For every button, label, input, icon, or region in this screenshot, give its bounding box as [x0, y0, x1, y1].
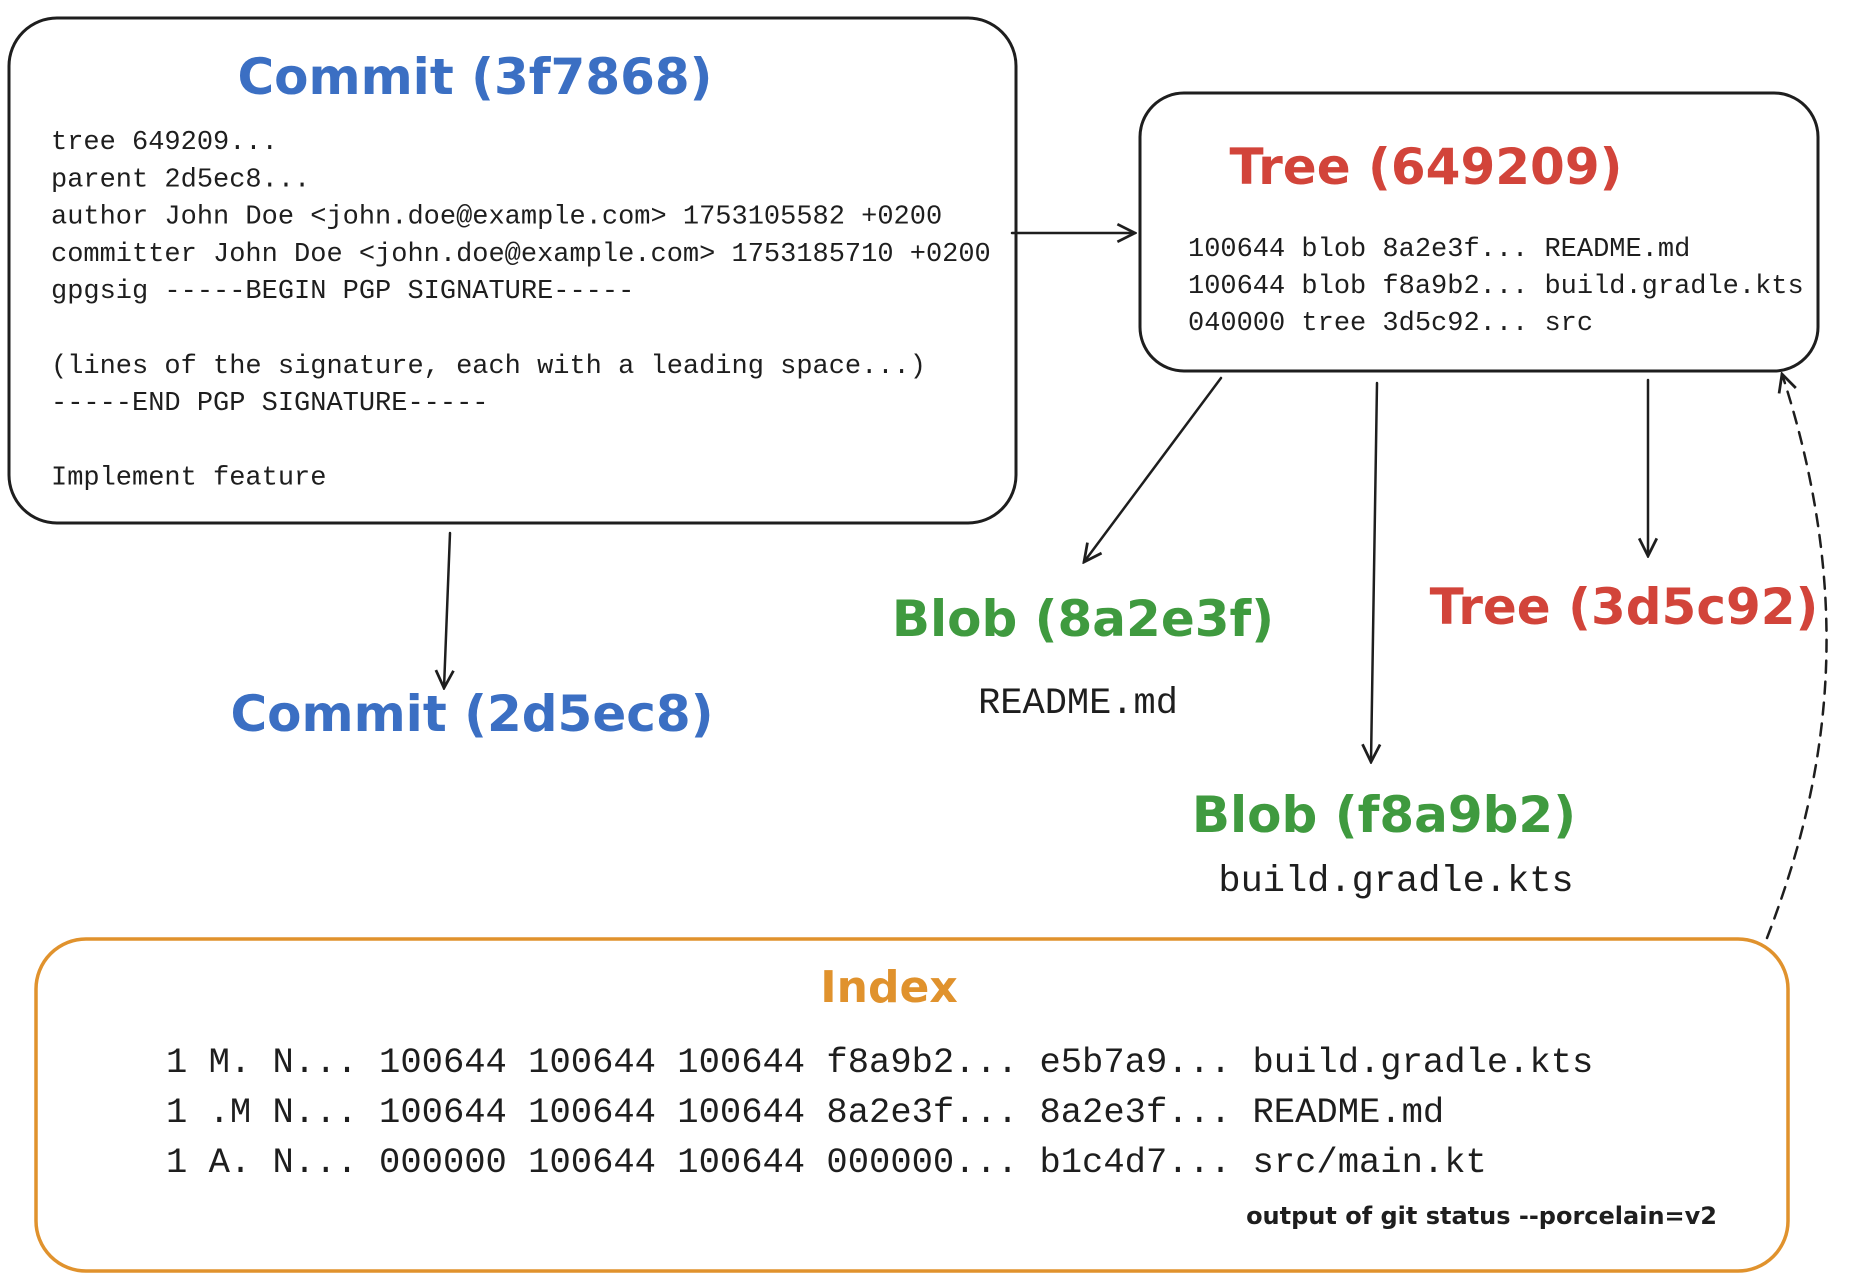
blob-gradle-label: Blob (f8a9b2): [1192, 786, 1576, 844]
blob-readme-label: Blob (8a2e3f): [892, 590, 1274, 648]
index-row: 1 M. N... 100644 100644 100644 f8a9b2...…: [166, 1042, 1593, 1083]
commit-to-parent-arrow: [444, 531, 450, 688]
commit-line: tree 649209...: [51, 128, 278, 158]
commit-3f7868-node: Commit (3f7868) tree 649209... parent 2d5…: [7, 16, 1018, 525]
commit-line: Implement feature: [51, 464, 326, 494]
index-to-tree-dashed-arrow: [1765, 374, 1828, 940]
commit-line: -----END PGP SIGNATURE-----: [51, 389, 488, 419]
tree-src-label: Tree (3d5c92): [1430, 578, 1819, 636]
commit-line: (lines of the signature, each with a lea…: [51, 352, 926, 382]
index-row: 1 .M N... 100644 100644 100644 8a2e3f...…: [166, 1092, 1444, 1133]
tree-to-gradle-blob-arrow: [1371, 381, 1377, 762]
commit-line: parent 2d5ec8...: [51, 165, 310, 195]
index-node: Index 1 M. N... 100644 100644 100644 f8a…: [34, 937, 1790, 1273]
tree-649209-node: Tree (649209) 100644 blob 8a2e3f... READ…: [1138, 91, 1820, 373]
blob-gradle-filename: build.gradle.kts: [1218, 861, 1573, 903]
blob-readme-filename: README.md: [978, 683, 1178, 725]
tree-entry: 100644 blob f8a9b2... build.gradle.kts: [1188, 272, 1804, 302]
index-title: Index: [820, 962, 957, 1013]
tree-box: [1138, 91, 1820, 373]
index-row: 1 A. N... 000000 100644 100644 000000...…: [166, 1142, 1487, 1183]
commit-line: gpgsig -----BEGIN PGP SIGNATURE-----: [51, 277, 634, 307]
tree-entry: 100644 blob 8a2e3f... README.md: [1188, 235, 1690, 265]
tree-to-readme-blob-arrow: [1084, 376, 1223, 562]
index-box: [34, 937, 1790, 1273]
tree-entry: 040000 tree 3d5c92... src: [1188, 309, 1593, 339]
commit-box: [7, 16, 1018, 525]
commit-line: author John Doe <john.doe@example.com> 1…: [51, 203, 942, 233]
index-caption: output of git status --porcelain=v2: [1246, 1202, 1717, 1230]
parent-commit-label: Commit (2d5ec8): [230, 685, 713, 743]
commit-title: Commit (3f7868): [237, 48, 712, 106]
commit-line: committer John Doe <john.doe@example.com…: [51, 240, 991, 270]
tree-title: Tree (649209): [1230, 138, 1623, 196]
